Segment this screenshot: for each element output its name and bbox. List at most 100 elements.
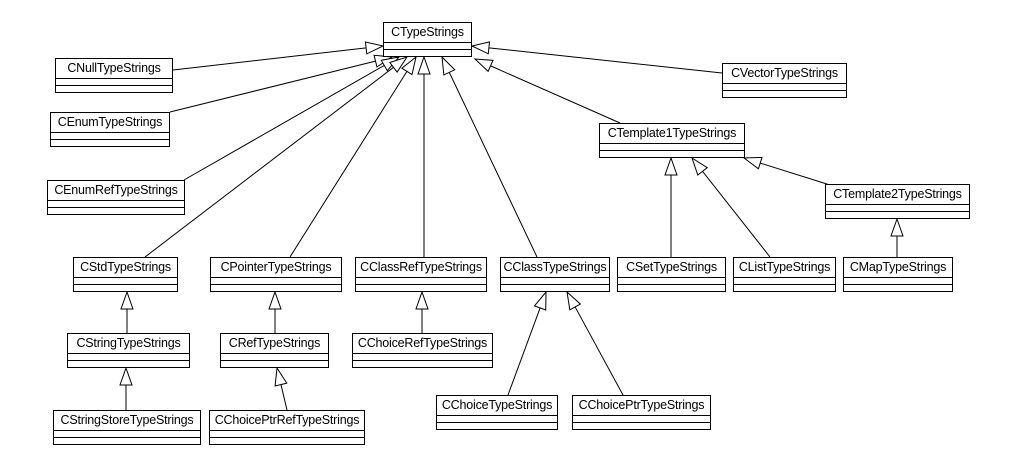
inheritance-line xyxy=(507,307,541,396)
class-box-creftypestrings[interactable]: CRefTypeStrings xyxy=(220,333,329,368)
methods-compartment xyxy=(211,284,341,291)
class-name: CSetTypeStrings xyxy=(626,260,717,274)
methods-compartment xyxy=(68,360,189,367)
class-box-cvectortypestrings[interactable]: CVectorTypeStrings xyxy=(722,63,847,98)
class-box-cchoiceptrreftypestrings[interactable]: CChoicePtrRefTypeStrings xyxy=(209,410,365,445)
attributes-compartment xyxy=(56,78,172,85)
inheritance-line xyxy=(448,72,538,258)
attributes-compartment xyxy=(826,204,969,211)
inheritance-line xyxy=(144,66,394,258)
attributes-compartment xyxy=(51,132,169,139)
attributes-compartment xyxy=(437,415,557,422)
inheritance-line xyxy=(760,162,831,186)
attributes-compartment xyxy=(54,430,200,437)
class-box-csettypestrings[interactable]: CSetTypeStrings xyxy=(617,257,726,292)
class-box-ctypestrings[interactable]: CTypeStrings xyxy=(383,22,472,57)
methods-compartment xyxy=(501,284,609,291)
class-box-cstdtypestrings[interactable]: CStdTypeStrings xyxy=(73,257,178,292)
attributes-compartment xyxy=(221,353,328,360)
class-box-cnulltypestrings[interactable]: CNullTypeStrings xyxy=(55,58,173,93)
class-box-cchoicereftypestrings[interactable]: CChoiceRefTypeStrings xyxy=(352,333,493,368)
methods-compartment xyxy=(353,360,492,367)
inheritance-line xyxy=(172,47,367,71)
methods-compartment xyxy=(384,49,471,56)
class-box-cclassreftypestrings[interactable]: CClassRefTypeStrings xyxy=(355,257,487,292)
class-box-cstringtypestrings[interactable]: CStringTypeStrings xyxy=(67,333,190,368)
inheritance-line xyxy=(574,306,624,396)
attributes-compartment xyxy=(573,415,710,422)
class-name: CStdTypeStrings xyxy=(80,260,171,274)
methods-compartment xyxy=(437,422,557,429)
methods-compartment xyxy=(74,284,177,291)
attributes-compartment xyxy=(353,353,492,360)
class-name: CEnumTypeStrings xyxy=(57,115,163,129)
class-name: CMapTypeStrings xyxy=(849,260,947,274)
class-box-cpointertypestrings[interactable]: CPointerTypeStrings xyxy=(210,257,342,292)
class-name: CChoiceTypeStrings xyxy=(441,398,553,412)
class-box-ctemplate2typestrings[interactable]: CTemplate2TypeStrings xyxy=(825,184,970,219)
class-name: CNullTypeStrings xyxy=(67,61,161,75)
methods-compartment xyxy=(618,284,725,291)
inheritance-line xyxy=(490,65,621,124)
inheritance-arrowhead xyxy=(441,55,456,76)
attributes-compartment xyxy=(210,430,364,437)
inheritance-line xyxy=(183,65,385,181)
class-name: CVectorTypeStrings xyxy=(731,66,838,80)
class-box-cenumreftypestrings[interactable]: CEnumRefTypeStrings xyxy=(47,180,185,215)
inheritance-arrowhead xyxy=(120,290,134,310)
class-box-clisttypestrings[interactable]: CListTypeStrings xyxy=(733,257,836,292)
inheritance-arrowhead xyxy=(274,366,288,387)
inheritance-arrowhead xyxy=(400,55,417,76)
inheritance-line xyxy=(169,60,376,113)
inheritance-arrowhead xyxy=(566,290,582,311)
attributes-compartment xyxy=(723,83,846,90)
attributes-compartment xyxy=(68,353,189,360)
inheritance-line xyxy=(488,47,723,74)
inheritance-line xyxy=(289,71,408,258)
inheritance-arrowhead xyxy=(470,41,491,55)
class-name: CStringTypeStrings xyxy=(76,336,181,350)
methods-compartment xyxy=(221,360,328,367)
class-box-cmaptypestrings[interactable]: CMapTypeStrings xyxy=(843,257,953,292)
class-box-cchoiceptrtypestrings[interactable]: CChoicePtrTypeStrings xyxy=(572,395,711,430)
class-box-ctemplate1typestrings[interactable]: CTemplate1TypeStrings xyxy=(599,123,745,158)
methods-compartment xyxy=(56,85,172,92)
inheritance-arrowhead xyxy=(533,290,547,311)
methods-compartment xyxy=(844,284,952,291)
class-box-cclasstypestrings[interactable]: CClassTypeStrings xyxy=(500,257,610,292)
attributes-compartment xyxy=(356,277,486,284)
class-name: CClassRefTypeStrings xyxy=(360,260,482,274)
class-name: CClassTypeStrings xyxy=(503,260,607,274)
class-name: CChoiceRefTypeStrings xyxy=(357,336,488,350)
methods-compartment xyxy=(723,90,846,97)
methods-compartment xyxy=(54,437,200,444)
inheritance-arrowhead xyxy=(473,58,494,73)
attributes-compartment xyxy=(74,277,177,284)
class-name: CStringStoreTypeStrings xyxy=(60,413,194,427)
methods-compartment xyxy=(600,150,744,157)
inheritance-arrowhead xyxy=(691,156,709,176)
attributes-compartment xyxy=(48,200,184,207)
attributes-compartment xyxy=(618,277,725,284)
class-box-cchoicetypestrings[interactable]: CChoiceTypeStrings xyxy=(436,395,558,430)
methods-compartment xyxy=(51,139,169,146)
inheritance-arrowhead xyxy=(417,55,431,75)
class-name: CPointerTypeStrings xyxy=(220,260,332,274)
class-name: CEnumRefTypeStrings xyxy=(54,183,178,197)
attributes-compartment xyxy=(600,143,744,150)
class-box-cenumtypestrings[interactable]: CEnumTypeStrings xyxy=(50,112,170,147)
class-name: CTemplate2TypeStrings xyxy=(833,187,962,201)
class-name: CTypeStrings xyxy=(391,25,464,39)
attributes-compartment xyxy=(501,277,609,284)
class-name: CTemplate1TypeStrings xyxy=(607,126,737,140)
class-name: CChoicePtrRefTypeStrings xyxy=(214,413,360,427)
methods-compartment xyxy=(826,211,969,218)
class-box-cstringstoretypestrings[interactable]: CStringStoreTypeStrings xyxy=(53,410,201,445)
methods-compartment xyxy=(48,207,184,214)
inheritance-arrowhead xyxy=(364,41,385,55)
methods-compartment xyxy=(356,284,486,291)
inheritance-arrowhead xyxy=(268,290,282,310)
inheritance-line xyxy=(702,171,771,258)
